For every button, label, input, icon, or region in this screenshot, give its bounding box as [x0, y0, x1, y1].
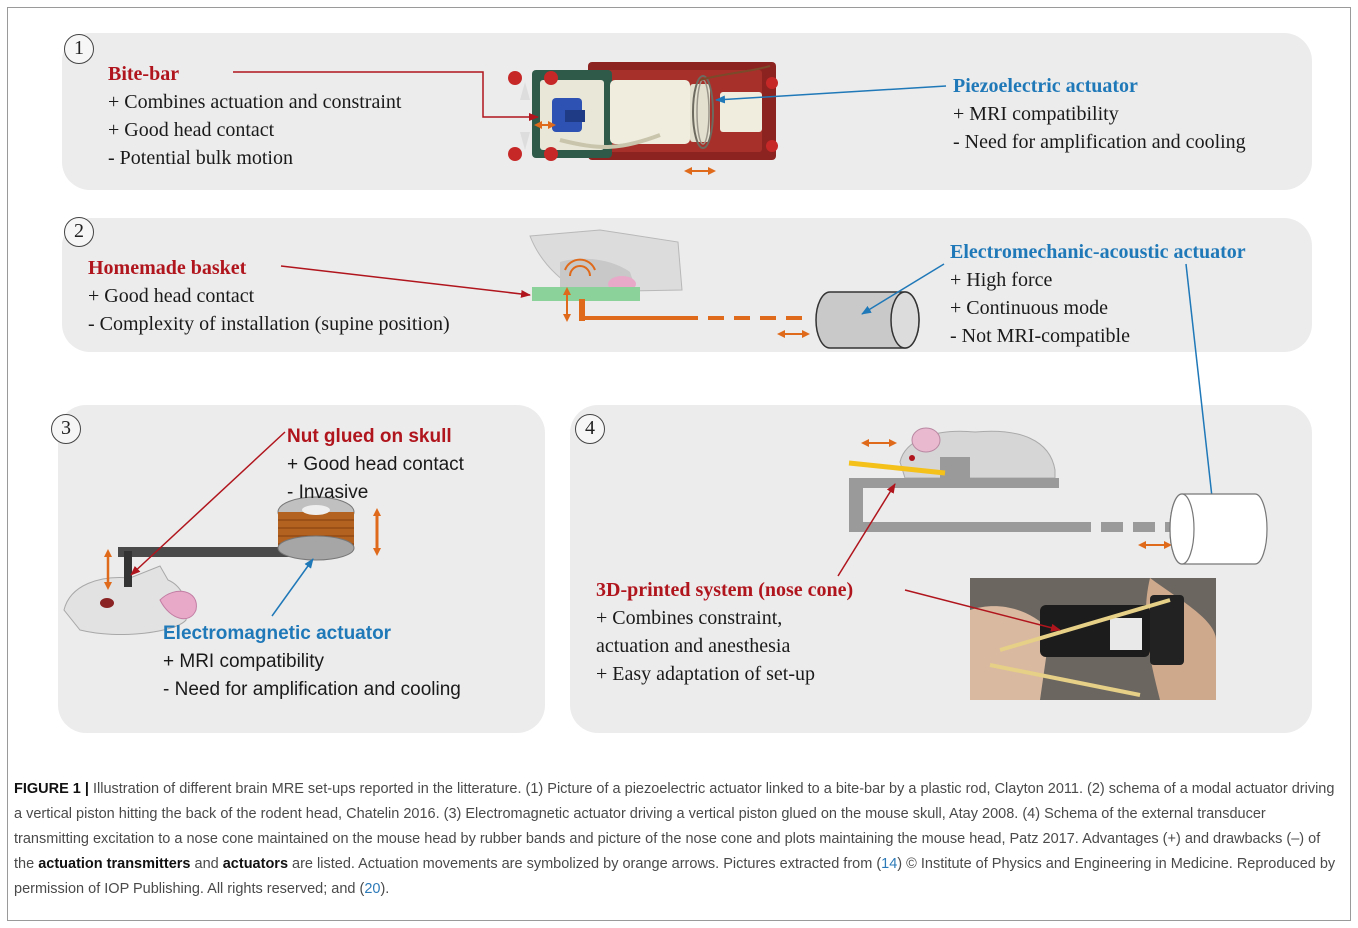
electromechanic-text: Electromechanic-acoustic actuator + High… — [950, 238, 1246, 350]
bite-bar-line: - Potential bulk motion — [108, 147, 293, 169]
caption-text: and — [190, 856, 223, 872]
bite-bar-line: + Combines actuation and constraint — [108, 91, 402, 113]
panel-number-2: 2 — [64, 217, 94, 247]
bite-bar-title: Bite-bar — [108, 63, 180, 85]
nut-line: - Invasive — [287, 482, 369, 503]
basket-title: Homemade basket — [88, 257, 247, 279]
panel-2 — [62, 218, 1312, 352]
nose-cone-line: + Combines constraint, — [596, 607, 783, 629]
nose-cone-schema — [848, 427, 1268, 565]
electromagnetic-line: - Need for amplification and cooling — [163, 679, 461, 700]
panel-number-3: 3 — [51, 414, 81, 444]
caption-emphasis: actuators — [222, 856, 289, 872]
basket-schema — [529, 229, 920, 349]
electromagnetic-line: + MRI compatibility — [163, 651, 325, 672]
caption-text: ). — [380, 881, 390, 897]
basket-line: + Good head contact — [88, 285, 255, 307]
panel-number-1: 1 — [64, 34, 94, 64]
basket-text: Homemade basket + Good head contact - Co… — [88, 254, 450, 338]
electromagnetic-text: Electromagnetic actuator + MRI compatibi… — [163, 620, 461, 704]
piezo-line: - Need for amplification and cooling — [953, 131, 1246, 153]
panel-number-4: 4 — [575, 414, 605, 444]
nose-cone-line: + Easy adaptation of set-up — [596, 663, 815, 685]
bite-bar-device-photo — [508, 62, 778, 175]
skull-schema — [63, 496, 381, 635]
caption-label: FIGURE 1 | — [14, 781, 89, 797]
caption-text: ) © Institute of Physics and Engineering… — [14, 856, 1336, 897]
electromechanic-line: + High force — [950, 269, 1053, 291]
caption-text: are listed. Actuation movements are symb… — [288, 856, 882, 872]
piezo-title: Piezoelectric actuator — [953, 75, 1138, 97]
caption-emphasis: actuation transmitters — [38, 856, 191, 872]
bite-bar-text: Bite-bar + Combines actuation and constr… — [108, 60, 401, 172]
bite-bar-line: + Good head contact — [108, 119, 275, 141]
caption-reference-link[interactable]: 14 — [881, 856, 898, 872]
nut-title: Nut glued on skull — [287, 426, 452, 447]
figure-caption: FIGURE 1 | Illustration of different bra… — [14, 777, 1344, 902]
electromechanic-line: + Continuous mode — [950, 297, 1108, 319]
electromechanic-title: Electromechanic-acoustic actuator — [950, 241, 1246, 263]
nose-cone-line: actuation and anesthesia — [596, 635, 791, 657]
basket-line: - Complexity of installation (supine pos… — [88, 313, 450, 335]
electromagnetic-title: Electromagnetic actuator — [163, 623, 392, 644]
electromechanic-line: - Not MRI-compatible — [950, 325, 1130, 347]
nose-cone-photo — [970, 578, 1216, 700]
figure-frame — [7, 7, 1351, 921]
nose-cone-text: 3D-printed system (nose cone) + Combines… — [596, 576, 853, 688]
nut-text: Nut glued on skull + Good head contact -… — [287, 423, 464, 507]
caption-reference-link[interactable]: 20 — [364, 881, 381, 897]
nose-cone-title: 3D-printed system (nose cone) — [596, 579, 854, 601]
piezo-text: Piezoelectric actuator + MRI compatibili… — [953, 72, 1246, 156]
caption-text: Illustration of different brain MRE set-… — [14, 781, 1335, 872]
nut-line: + Good head contact — [287, 454, 464, 475]
piezo-line: + MRI compatibility — [953, 103, 1119, 125]
